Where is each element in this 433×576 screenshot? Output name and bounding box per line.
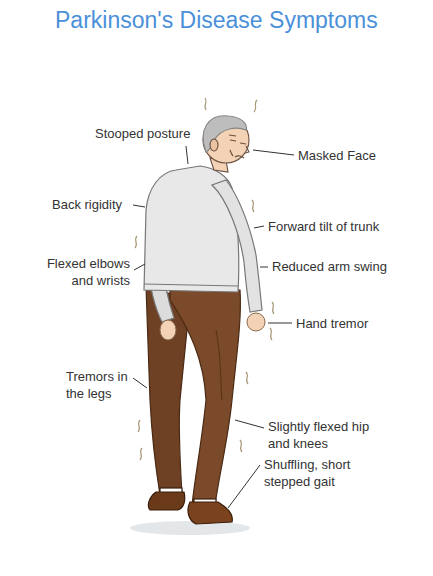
- symptom-label: Stooped posture: [95, 125, 190, 142]
- symptom-label: Shuffling, short stepped gait: [264, 456, 376, 490]
- hands: [160, 313, 265, 340]
- symptom-label: Flexed elbows and wrists: [30, 255, 130, 289]
- symptom-label: Hand tremor: [296, 315, 368, 332]
- symptom-label: Slightly flexed hip and knees: [268, 418, 378, 452]
- symptom-label: Back rigidity: [52, 196, 122, 213]
- symptom-label: Reduced arm swing: [272, 258, 387, 275]
- sweater: [144, 166, 262, 322]
- symptom-label: Forward tilt of trunk: [268, 218, 379, 235]
- leader-lines: [133, 146, 294, 508]
- tremor-marks: [135, 98, 274, 460]
- symptom-label: Masked Face: [298, 147, 376, 164]
- head: [203, 116, 249, 172]
- symptom-label: Tremors in the legs: [66, 368, 136, 402]
- title: Parkinson's Disease Symptoms: [55, 6, 378, 34]
- shoes: [148, 488, 232, 524]
- ground-shadow: [130, 521, 250, 535]
